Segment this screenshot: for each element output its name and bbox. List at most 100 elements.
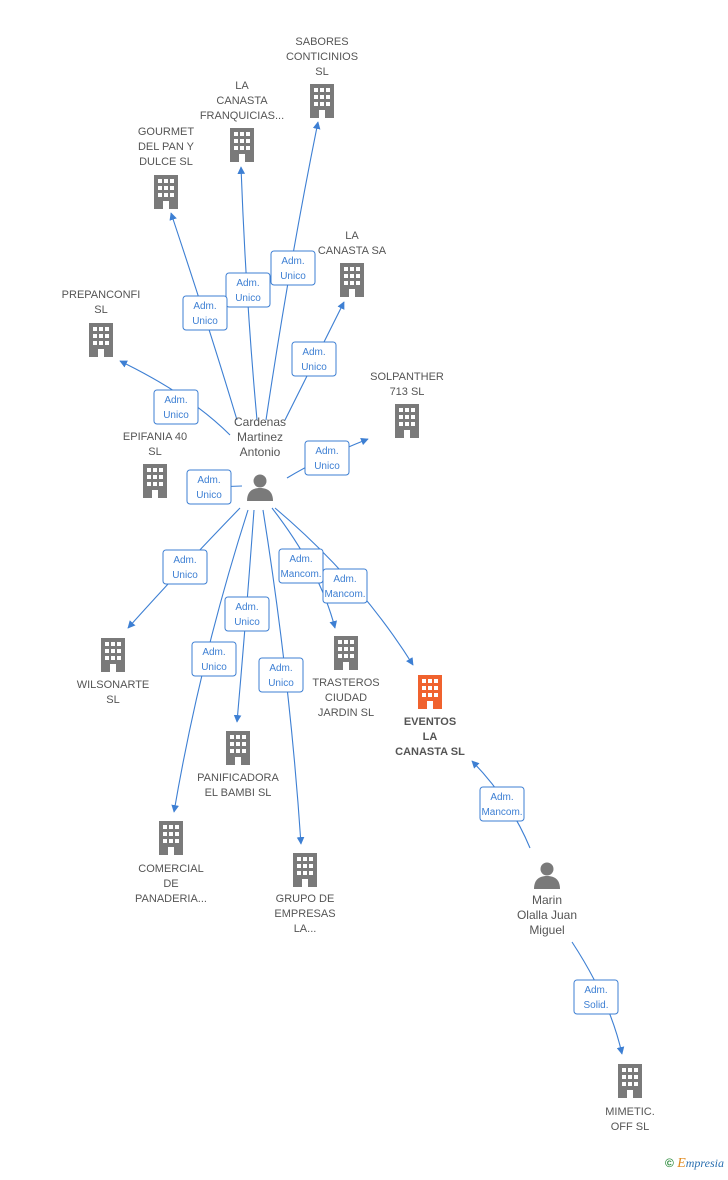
company-node-comercial[interactable]: COMERCIALDEPANADERIA... bbox=[135, 821, 207, 905]
relation-label-text: Adm. bbox=[236, 278, 259, 289]
relation-label-box bbox=[182, 295, 228, 331]
node-label-line: LA bbox=[423, 731, 438, 743]
relation-label-text: Adm. bbox=[333, 574, 356, 585]
relation-label-box bbox=[479, 786, 525, 822]
relation-label-text: Unico bbox=[280, 271, 306, 282]
relation-label-box bbox=[573, 979, 619, 1015]
node-label-line: CONTICINIOS bbox=[286, 51, 358, 63]
relation-label-box bbox=[291, 341, 337, 377]
company-node-mimetic[interactable]: MIMETIC. OFF SL bbox=[605, 1064, 655, 1133]
node-label-line: LA bbox=[235, 80, 249, 92]
relation-label-cardenas-grupo[interactable]: Adm.Unico bbox=[258, 657, 304, 693]
relation-label-cardenas-epifania[interactable]: Adm.Unico bbox=[186, 469, 232, 505]
relation-label-box bbox=[224, 596, 270, 632]
relation-label-marin-eventos[interactable]: Adm.Mancom. bbox=[479, 786, 525, 822]
relation-label-text: Adm. bbox=[490, 792, 513, 803]
relation-label-text: Unico bbox=[301, 362, 327, 373]
building-icon bbox=[334, 636, 358, 670]
building-icon bbox=[418, 675, 442, 709]
person-icon bbox=[247, 474, 273, 501]
building-icon bbox=[101, 638, 125, 672]
relation-label-box bbox=[191, 641, 237, 677]
relation-label-box bbox=[186, 469, 232, 505]
node-label-line: EVENTOS bbox=[404, 716, 456, 728]
node-label-line: GOURMET bbox=[138, 126, 195, 138]
relation-label-text: Unico bbox=[172, 570, 198, 581]
relation-label-cardenas-eventos[interactable]: Adm.Mancom. bbox=[322, 568, 368, 604]
relation-label-text: Unico bbox=[201, 662, 227, 673]
person-icon bbox=[534, 862, 560, 889]
building-icon bbox=[618, 1064, 642, 1098]
relation-label-box bbox=[258, 657, 304, 693]
company-node-gourmet[interactable]: GOURMET DEL PAN Y DULCE SL bbox=[138, 126, 195, 209]
relation-label-text: Adm. bbox=[315, 446, 338, 457]
relation-label-box bbox=[162, 549, 208, 585]
node-label-line: Cardenas bbox=[234, 415, 286, 429]
company-node-eventos[interactable]: EVENTOS LA CANASTA SL bbox=[395, 675, 465, 758]
relation-label-text: Mancom. bbox=[280, 569, 321, 580]
relation-label-cardenas-wilsonarte[interactable]: Adm. Unico bbox=[162, 549, 208, 585]
relation-label-cardenas-prepanconfi[interactable]: Adm. Unico bbox=[153, 389, 199, 425]
node-label-line: CANASTA SL bbox=[395, 746, 465, 758]
node-label-line: OFF SL bbox=[611, 1121, 650, 1133]
relation-label-text: Adm. bbox=[193, 301, 216, 312]
building-icon bbox=[143, 464, 167, 498]
node-label-line: CANASTA SA bbox=[318, 245, 387, 257]
relation-label-text: Adm. bbox=[164, 395, 187, 406]
relation-label-text: Unico bbox=[268, 678, 294, 689]
relation-label-cardenas-solpanther[interactable]: Adm.Unico bbox=[304, 440, 350, 476]
node-label-line: CIUDAD bbox=[325, 692, 367, 704]
relation-label-text: Unico bbox=[192, 316, 218, 327]
empresia-watermark[interactable]: © Empresia bbox=[665, 1156, 724, 1172]
node-label-line: WILSONARTE bbox=[77, 679, 150, 691]
node-label-line: FRANQUICIAS... bbox=[200, 110, 284, 122]
relation-label-cardenas-panificadora[interactable]: Adm.Unico bbox=[224, 596, 270, 632]
node-label-line: Miguel bbox=[529, 923, 564, 937]
relation-label-cardenas-gourmet[interactable]: Adm. Unico bbox=[182, 295, 228, 331]
node-label-line: GRUPO DE bbox=[276, 893, 335, 905]
relation-label-cardenas-lacanastasa[interactable]: Adm.Unico bbox=[291, 341, 337, 377]
relation-label-box bbox=[322, 568, 368, 604]
relation-label-marin-mimetic[interactable]: Adm. Solid. bbox=[573, 979, 619, 1015]
relation-label-text: Adm. bbox=[173, 555, 196, 566]
building-icon bbox=[310, 84, 334, 118]
company-node-panificadora[interactable]: PANIFICADORA EL BAMBI SL bbox=[197, 731, 280, 799]
company-node-grupo[interactable]: GRUPO DE EMPRESAS LA... bbox=[274, 853, 336, 935]
building-icon bbox=[89, 323, 113, 357]
node-label-line: PANIFICADORA bbox=[197, 772, 279, 784]
relation-label-box bbox=[278, 548, 324, 584]
relation-label-cardenas-trasteros[interactable]: Adm. Mancom. bbox=[278, 548, 324, 584]
relation-label-text: Adm. bbox=[289, 554, 312, 565]
node-label-line: JARDIN SL bbox=[318, 707, 374, 719]
relation-label-box bbox=[225, 272, 271, 308]
relation-label-text: Solid. bbox=[583, 1000, 608, 1011]
relation-label-text: Adm. bbox=[202, 647, 225, 658]
node-label-line: MIMETIC. bbox=[605, 1106, 655, 1118]
watermark-text: mpresia bbox=[685, 1156, 724, 1170]
node-label-line: CANASTA bbox=[216, 95, 268, 107]
company-node-lacanastafranq[interactable]: LA CANASTA FRANQUICIAS... bbox=[200, 80, 284, 162]
node-label-line: LA... bbox=[294, 923, 317, 935]
node-label-line: EL BAMBI SL bbox=[205, 787, 272, 799]
node-label-line: DULCE SL bbox=[139, 156, 193, 168]
relation-label-cardenas-sabores[interactable]: Adm.Unico bbox=[270, 250, 316, 286]
node-label-line: EMPRESAS bbox=[274, 908, 335, 920]
relation-label-text: Unico bbox=[163, 410, 189, 421]
node-label-line: Marin bbox=[532, 893, 562, 907]
relation-label-text: Adm. bbox=[584, 985, 607, 996]
node-label-line: DEL PAN Y bbox=[138, 141, 195, 153]
relation-label-cardenas-comercial[interactable]: Adm. Unico bbox=[191, 641, 237, 677]
relation-label-text: Unico bbox=[235, 293, 261, 304]
node-label-line: Martinez bbox=[237, 430, 283, 444]
relation-label-cardenas-lacanastafranq[interactable]: Adm. Unico bbox=[225, 272, 271, 308]
